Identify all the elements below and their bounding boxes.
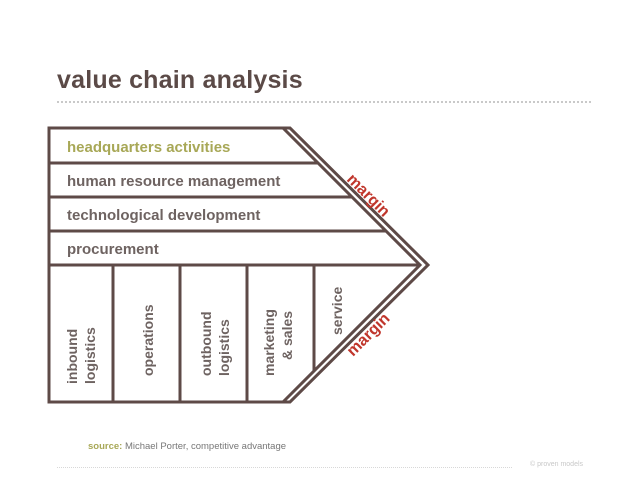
primary-label-inbound-line1: inbound bbox=[64, 329, 80, 384]
page-title: value chain analysis bbox=[57, 66, 303, 94]
source-citation: source: Michael Porter, competitive adva… bbox=[88, 441, 286, 452]
footer-divider bbox=[57, 467, 512, 468]
primary-label-marketing-line2: & sales bbox=[279, 311, 295, 360]
primary-activities: inbound logistics operations outbound lo… bbox=[64, 265, 345, 402]
title-divider bbox=[57, 101, 591, 103]
support-label-technology: technological development bbox=[67, 207, 260, 224]
copyright-text: © proven models bbox=[530, 461, 584, 468]
support-label-procurement: procurement bbox=[67, 241, 159, 258]
primary-label-service: service bbox=[329, 287, 345, 335]
support-label-headquarters: headquarters activities bbox=[67, 139, 230, 156]
support-activities: headquarters activities human resource m… bbox=[49, 139, 420, 267]
support-label-human-resources: human resource management bbox=[67, 173, 280, 190]
primary-label-inbound-line2: logistics bbox=[82, 327, 98, 384]
source-text: Michael Porter, competitive advantage bbox=[124, 441, 287, 452]
primary-label-marketing-line1: marketing bbox=[261, 309, 277, 376]
primary-label-operations: operations bbox=[140, 304, 156, 376]
primary-label-outbound-line2: logistics bbox=[216, 319, 232, 376]
primary-label-outbound-line1: outbound bbox=[198, 311, 214, 376]
source-label: source: bbox=[88, 441, 123, 452]
